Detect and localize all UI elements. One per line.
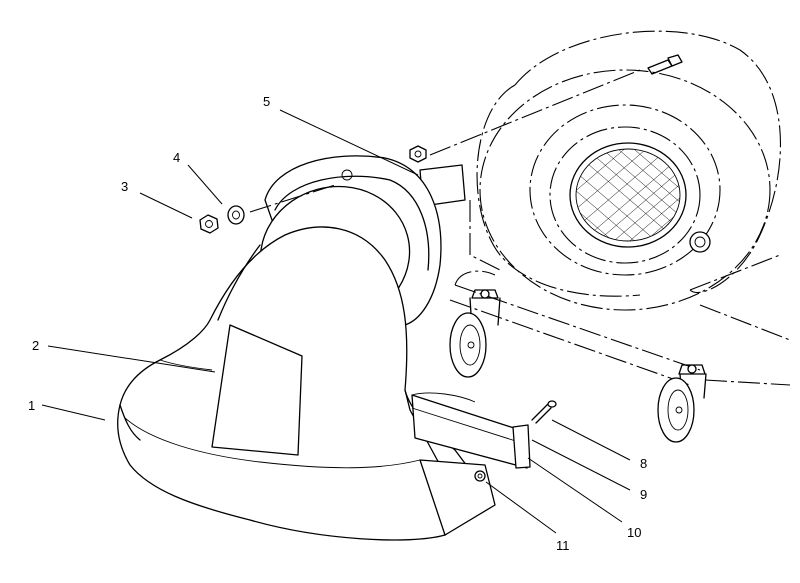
- leader-lines: [41, 109, 631, 534]
- top-bolt-icon: [647, 54, 683, 75]
- caster-wheel-left-icon: [449, 289, 501, 378]
- callout-1: 1: [28, 398, 35, 413]
- callout-5: 5: [263, 94, 270, 109]
- cotter-pin-part: [531, 400, 557, 424]
- callout-4: 4: [173, 150, 180, 165]
- support-bar-part: [411, 392, 531, 469]
- hub-bolt-icon: [689, 231, 711, 253]
- callout-10: 10: [627, 525, 641, 540]
- assembly-centerline: [249, 184, 336, 213]
- caster-wheel-right-icon: [657, 364, 707, 443]
- bolt-part: [474, 470, 486, 482]
- callout-2: 2: [32, 338, 39, 353]
- decal-part: [211, 324, 303, 456]
- blower-housing-phantom: [429, 30, 791, 386]
- callout-labels: 1 2 3 4 5 8 9 10 11: [28, 94, 647, 553]
- nut-part: [199, 214, 219, 234]
- deflector-part: [117, 155, 496, 541]
- washer-part: [227, 205, 245, 225]
- callout-8: 8: [640, 456, 647, 471]
- intake-screen: [569, 142, 687, 248]
- callout-3: 3: [121, 179, 128, 194]
- callout-11: 11: [556, 538, 570, 553]
- callout-9: 9: [640, 487, 647, 502]
- bracket-nut-icon: [409, 145, 427, 163]
